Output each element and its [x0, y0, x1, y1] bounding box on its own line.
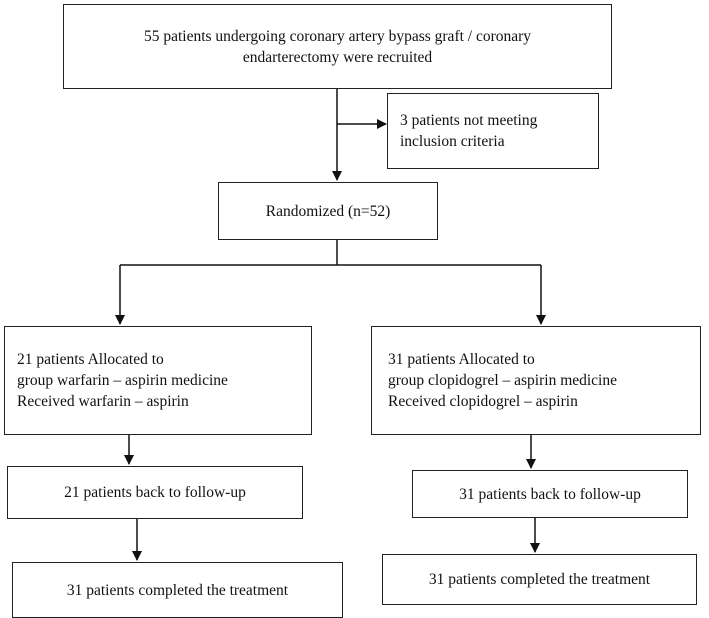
node-randomized: Randomized (n=52) [218, 182, 438, 240]
node-warfarin-completed: 31 patients completed the treatment [12, 562, 343, 618]
node-clopidogrel-allocated: 31 patients Allocated to group clopidogr… [371, 326, 701, 435]
node-text-line: group warfarin – aspirin medicine [17, 372, 228, 389]
node-recruited: 55 patients undergoing coronary artery b… [63, 4, 612, 89]
node-text-line: Received clopidogrel – aspirin [388, 393, 578, 410]
node-clopidogrel-completed: 31 patients completed the treatment [382, 554, 697, 605]
node-text-line: group clopidogrel – aspirin medicine [388, 372, 617, 389]
node-text-line: endarterectomy were recruited [242, 48, 433, 66]
node-text-line: 3 patients not meeting [400, 112, 538, 129]
node-text-line: 31 patients completed the treatment [428, 571, 651, 588]
node-text-line: 31 patients back to follow-up [459, 485, 641, 503]
node-excluded: 3 patients not meeting inclusion criteri… [387, 93, 599, 169]
node-warfarin-allocated: 21 patients Allocated to group warfarin … [4, 326, 312, 435]
node-clopidogrel-followup: 31 patients back to follow-up [412, 470, 688, 518]
node-warfarin-followup: 21 patients back to follow-up [7, 466, 303, 519]
node-text-line: 21 patients Allocated to [17, 351, 164, 368]
node-text-line: 31 patients Allocated to [388, 351, 535, 368]
node-text-line: inclusion criteria [400, 133, 505, 150]
node-text-line: Randomized (n=52) [265, 202, 391, 220]
node-text-line: Received warfarin – aspirin [17, 393, 189, 410]
node-text-line: 21 patients back to follow-up [64, 484, 246, 501]
node-text-line: 55 patients undergoing coronary artery b… [143, 27, 532, 45]
node-text-line: 31 patients completed the treatment [66, 581, 289, 599]
